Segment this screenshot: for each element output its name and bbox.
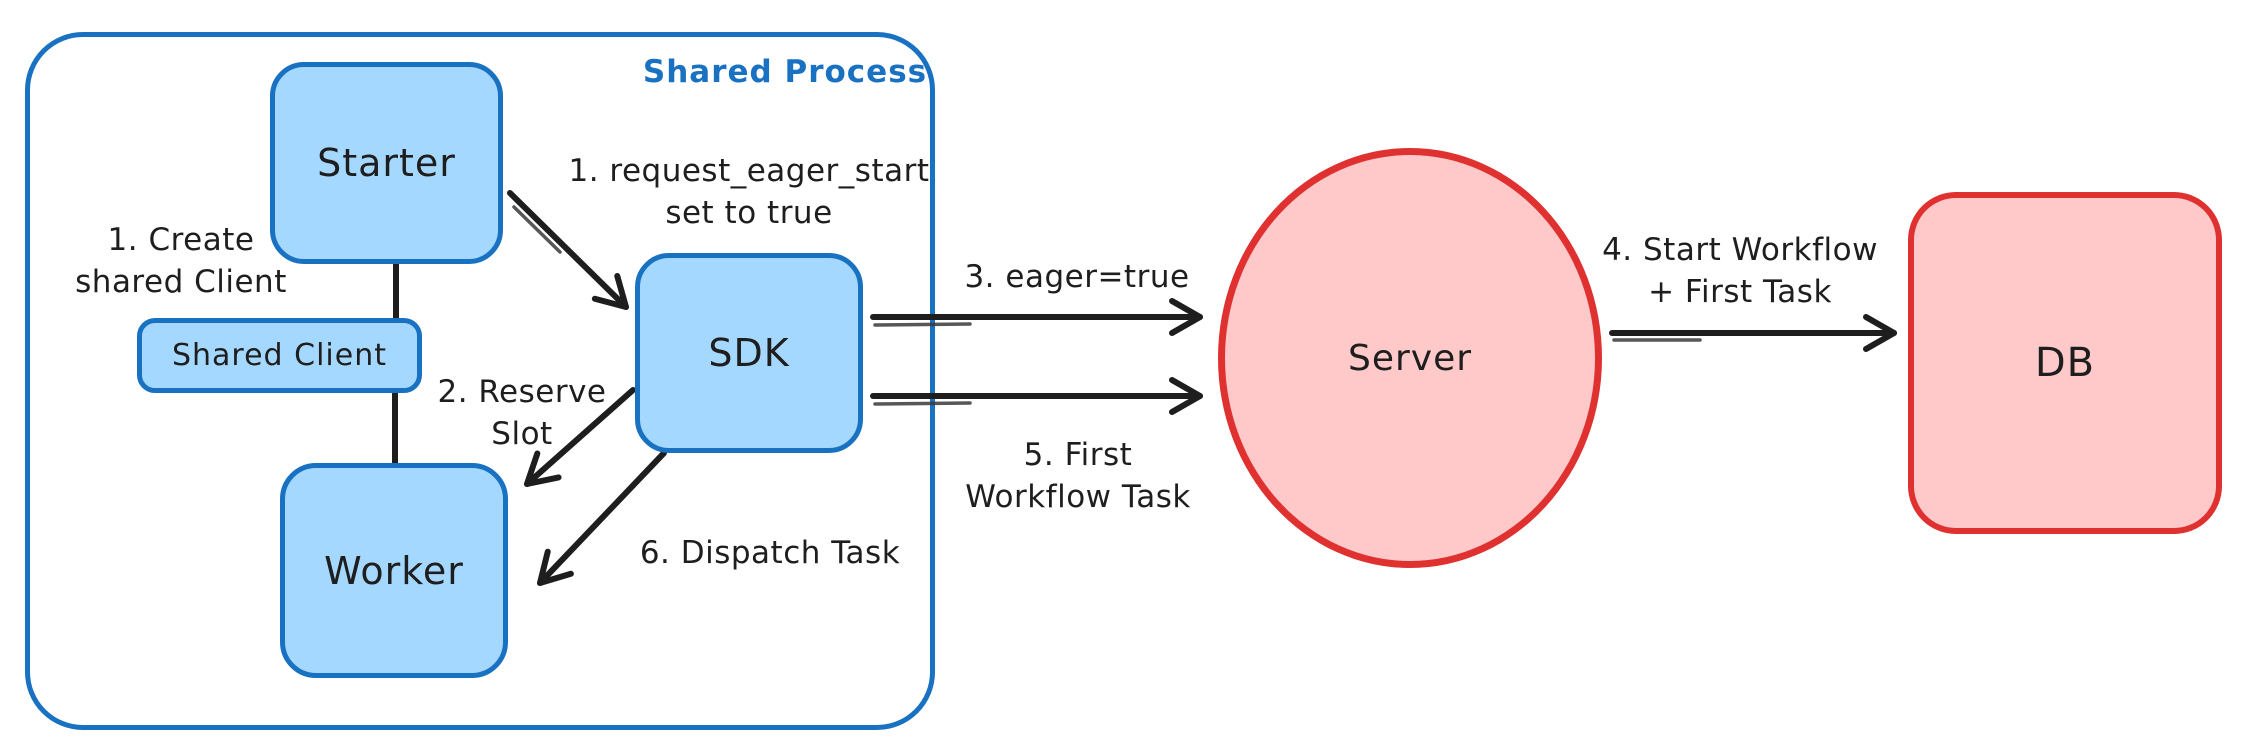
annotation-reserve-slot: 2. Reserve Slot	[437, 374, 607, 452]
annotation-create-shared-client: 1. Create shared Client	[75, 222, 287, 300]
shared-process-label: Shared Process	[642, 54, 928, 90]
node-shared-client-label: Shared Client	[171, 338, 387, 373]
node-shared-client: Shared Client	[137, 318, 422, 393]
node-worker: Worker	[280, 463, 508, 678]
node-starter-label: Starter	[317, 141, 456, 185]
node-starter: Starter	[270, 62, 503, 264]
annotation-eager-true: 3. eager=true	[964, 259, 1190, 295]
annotation-first-workflow-task: 5. First Workflow Task	[965, 437, 1191, 515]
node-worker-label: Worker	[324, 548, 464, 593]
node-db-label: DB	[2034, 340, 2096, 386]
annotation-request-eager-start: 1. request_eager_start set to true	[568, 153, 930, 231]
annotation-start-workflow-first-task: 4. Start Workflow + First Task	[1602, 232, 1878, 310]
node-sdk: SDK	[635, 253, 863, 453]
node-sdk-label: SDK	[708, 331, 790, 375]
node-db: DB	[1908, 192, 2222, 534]
shared-process-group	[25, 32, 935, 730]
node-server-label: Server	[1347, 337, 1473, 379]
annotation-dispatch-task: 6. Dispatch Task	[639, 535, 901, 571]
node-server: Server	[1218, 148, 1602, 568]
